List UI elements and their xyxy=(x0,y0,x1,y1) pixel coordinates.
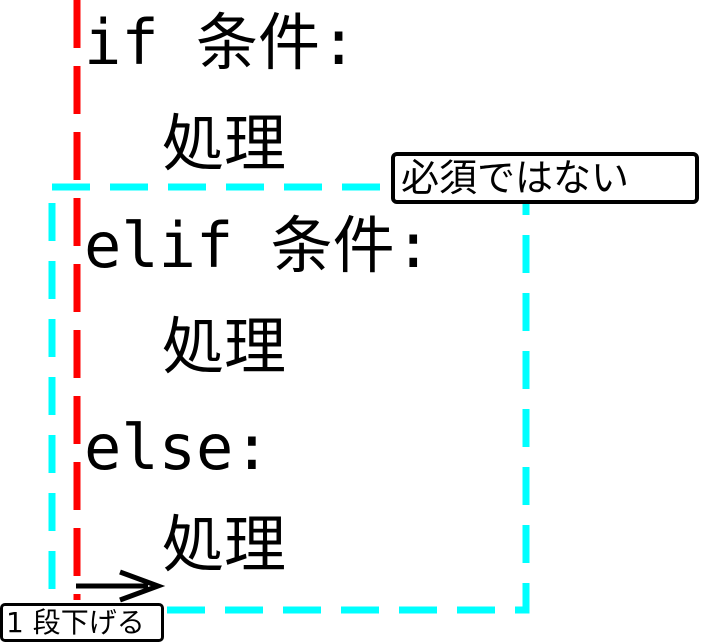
code-line-elif: elif 条件: xyxy=(84,209,432,282)
code-line-if-body: 処理 xyxy=(162,107,287,180)
code-line-if: if 条件: xyxy=(84,6,358,79)
indent-label: 1 段下げる xyxy=(0,603,164,642)
code-line-else: else: xyxy=(84,411,271,484)
optional-label: 必須ではない xyxy=(391,152,699,204)
indent-arrow xyxy=(76,569,166,603)
optional-region-box xyxy=(48,183,530,614)
code-line-else-body: 処理 xyxy=(162,508,287,581)
code-line-elif-body: 処理 xyxy=(162,310,287,383)
